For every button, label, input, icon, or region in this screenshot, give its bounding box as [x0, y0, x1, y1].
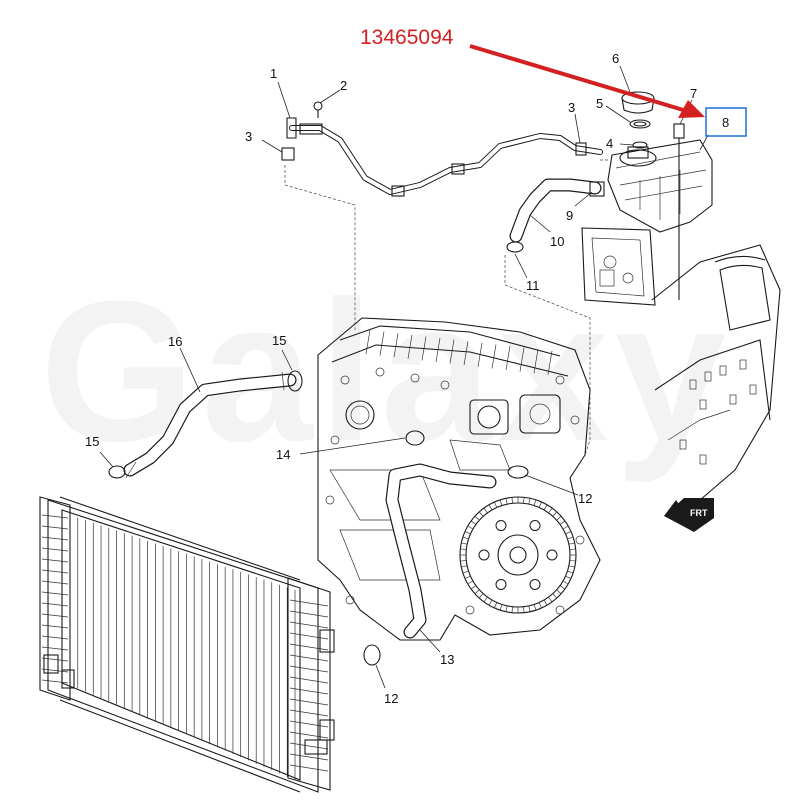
callout-12-lower: 12 — [384, 691, 398, 706]
clamp-3-left — [281, 147, 295, 161]
upper-radiator-hose — [123, 371, 297, 479]
callout-4: 4 — [606, 136, 613, 151]
callout-5: 5 — [596, 96, 603, 111]
coolant-reservoir — [581, 91, 781, 501]
callout-9: 9 — [566, 208, 573, 223]
callout-14: 14 — [276, 447, 290, 462]
callout-15-top: 15 — [272, 333, 286, 348]
callout-13: 13 — [440, 652, 454, 667]
front-direction-marker: FRT — [664, 498, 714, 532]
clamp-15-top — [287, 370, 303, 392]
callout-3-left: 3 — [245, 129, 252, 144]
frt-label: FRT — [690, 508, 708, 518]
clamp-3-right — [575, 142, 587, 156]
callout-1: 1 — [270, 66, 277, 81]
clamp-11 — [506, 241, 524, 253]
callout-11: 11 — [526, 278, 540, 293]
lower-radiator-hose — [385, 463, 497, 639]
callout-6: 6 — [612, 51, 619, 66]
clamp-14 — [405, 430, 425, 446]
callout-12-upper: 12 — [578, 491, 592, 506]
clamp-15-left — [108, 465, 126, 479]
callout-16: 16 — [168, 334, 182, 349]
clamp-12-lower — [363, 644, 381, 666]
radiator — [39, 496, 335, 793]
reservoir-hose — [509, 178, 605, 243]
callout-15-left: 15 — [85, 434, 99, 449]
watermark: Galaxy — [40, 260, 732, 483]
clamp-12-upper — [507, 465, 529, 479]
screw-2 — [313, 101, 323, 118]
callout-3-right: 3 — [568, 100, 575, 115]
part-number-label: 13465094 — [360, 26, 454, 49]
engine-block — [317, 317, 601, 641]
bypass-pipe — [286, 117, 603, 197]
callout-2: 2 — [340, 78, 347, 93]
callout-7: 7 — [690, 86, 697, 101]
part-number-arrow — [469, 44, 705, 118]
callout-10: 10 — [550, 234, 564, 249]
callout-8: 8 — [722, 115, 729, 130]
callout-8-highlight-box — [705, 107, 747, 137]
